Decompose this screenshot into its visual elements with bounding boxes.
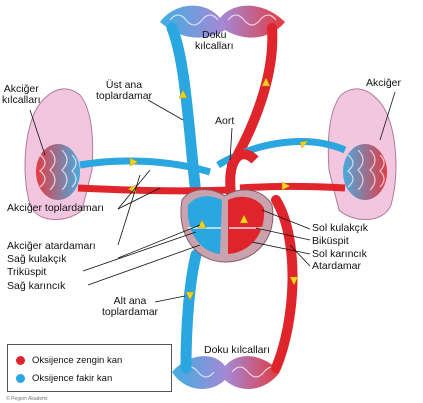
aortic-arch	[225, 149, 259, 201]
heart	[180, 189, 274, 263]
legend-item-oxygen-poor: Oksijence fakir kan	[16, 373, 112, 384]
left-lung	[24, 88, 94, 220]
label-sag-karincik: Sağ karıncık	[7, 280, 66, 292]
pulmonary-artery-left	[79, 157, 212, 176]
label-ust-ana-toplardamar: Üst ana toplardamar	[96, 79, 153, 102]
blue-dot-icon	[16, 374, 25, 383]
label-sol-kulakcik: Sol kulakçık	[312, 222, 369, 234]
red-dot-icon	[16, 356, 25, 365]
legend-label-oxygen-rich: Oksijence zengin kan	[32, 355, 123, 366]
leader-lines	[29, 91, 396, 303]
inferior-vena-cava	[180, 249, 202, 374]
aorta-upper	[227, 23, 278, 170]
label-akciger-toplardamari: Akciğer toplardamarı	[7, 202, 104, 214]
pulmonary-vein-right	[239, 183, 346, 192]
label-trikuspit: Triküspit	[7, 266, 47, 278]
label-alt-ana-toplardamar: Alt ana toplardamar	[102, 295, 159, 318]
legend-item-oxygen-rich: Oksijence zengin kan	[16, 355, 122, 366]
label-akciger-atardamari: Akciğer atardamarı	[7, 240, 96, 252]
label-akciger-right: Akciğer	[366, 77, 402, 89]
right-lung	[327, 88, 397, 220]
flow-arrows	[127, 77, 309, 301]
label-sol-karincik: Sol karıncık	[312, 248, 367, 260]
legend: Oksijence zengin kan Oksijence fakir kan	[7, 344, 172, 392]
label-bikuspit: Biküspit	[312, 235, 349, 247]
label-doku-kilcallari-top: Doku kılcalları	[195, 29, 234, 52]
right-heart-chambers	[187, 196, 222, 254]
label-doku-kilcallari-bottom: Doku kılcalları	[204, 344, 270, 356]
label-aort: Aort	[215, 115, 235, 127]
descending-artery	[271, 195, 298, 373]
label-akciger-kilcallari: Akciğer kılcalları	[2, 83, 41, 106]
caption: © Pegem Akademi	[6, 396, 48, 402]
label-sag-kulakcik: Sağ kulakçık	[7, 253, 67, 265]
left-heart-chambers	[228, 196, 265, 254]
legend-label-oxygen-poor: Oksijence fakir kan	[32, 373, 113, 384]
left-lung-capillary-network	[36, 144, 80, 200]
label-atardamar: Atardamar	[312, 260, 362, 272]
top-tissue-capillaries	[160, 5, 285, 38]
right-lung-capillary-network	[343, 144, 387, 200]
